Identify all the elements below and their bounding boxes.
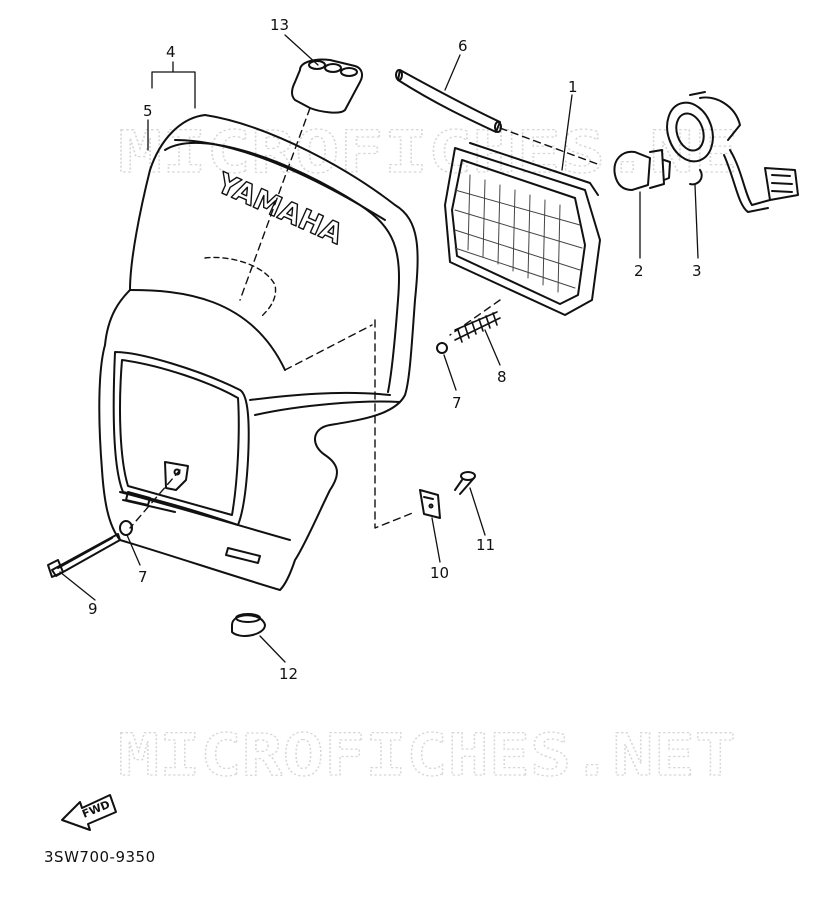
callout-5: 5: [143, 102, 153, 120]
callout-numbers: 13 4 5 6 1 2 3 8 7 7 9 10 11 12: [88, 16, 702, 683]
headlight-bulb: [613, 149, 671, 191]
headlight-cover: [98, 114, 419, 591]
nut-upper: [436, 342, 448, 354]
callout-2: 2: [634, 262, 644, 280]
watermark-bottom: MICROFICHES.NET: [118, 721, 736, 789]
callout-6: 6: [458, 37, 468, 55]
grommet-set: [291, 58, 364, 114]
callout-3: 3: [692, 262, 702, 280]
direction-arrow-label: FWD: [80, 798, 112, 821]
callout-12: 12: [279, 665, 298, 683]
long-bolt: [47, 533, 121, 578]
watermark-top: MICROFICHES.NE: [118, 118, 738, 186]
tube-part: [395, 69, 502, 133]
forward-arrow-icon: FWD: [61, 794, 117, 831]
callout-1: 1: [568, 78, 578, 96]
screw-part: [454, 471, 476, 495]
callout-11: 11: [476, 536, 495, 554]
nut-lower: [119, 520, 133, 536]
drawing-code: 3SW700-9350: [44, 848, 156, 866]
callout-13: 13: [270, 16, 289, 34]
clip-part: [419, 489, 441, 519]
callout-4: 4: [166, 43, 176, 61]
bulb-socket: [666, 91, 799, 213]
callout-7-upper: 7: [452, 394, 462, 412]
headlight-unit: [444, 142, 601, 316]
callout-8: 8: [497, 368, 507, 386]
callout-9: 9: [88, 600, 98, 618]
callout-7-lower: 7: [138, 568, 148, 586]
callout-10: 10: [430, 564, 449, 582]
grommet-part: [231, 613, 266, 637]
adjusting-spring: [454, 311, 501, 343]
